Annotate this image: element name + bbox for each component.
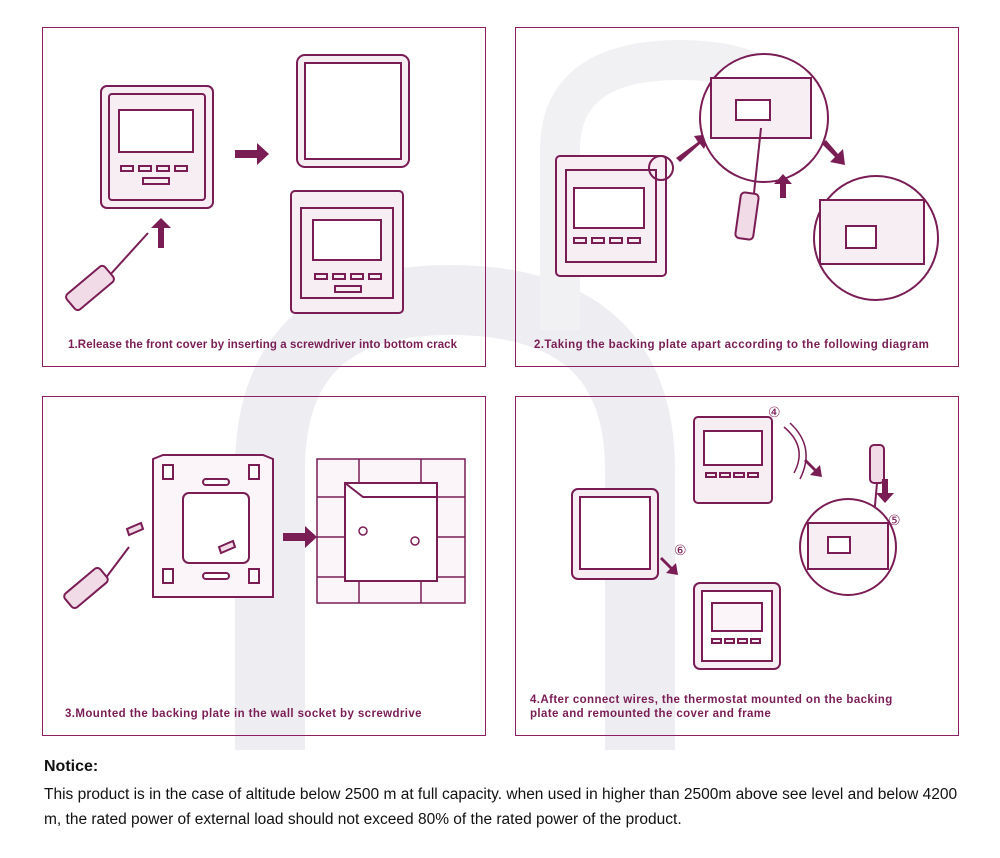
notice-title: Notice: xyxy=(44,758,99,775)
step-3-panel: 3.Mounted the backing plate in the wall … xyxy=(42,396,486,736)
screwdriver-icon xyxy=(65,232,149,312)
screw-icon xyxy=(125,521,237,555)
arrow-down-right-icon xyxy=(822,140,845,165)
arrow-diagonal-icon xyxy=(676,134,710,162)
front-cover xyxy=(571,488,659,580)
step-2-illustration xyxy=(555,53,939,301)
screwdriver-icon xyxy=(734,127,762,241)
wall-socket xyxy=(316,458,466,604)
step-4-panel: ④ ⑤ ⑥ 4.After connect wires, the thermo xyxy=(515,396,959,736)
arrow-up-icon xyxy=(151,218,171,248)
arrow-down-right-icon xyxy=(804,459,822,477)
arrow-down-right-icon xyxy=(660,557,678,575)
notice-body: This product is in the case of altitude … xyxy=(44,786,958,828)
thermostat-body xyxy=(290,190,404,314)
arrow-up-icon xyxy=(774,174,792,198)
curved-arrows xyxy=(783,422,807,480)
step-1-panel: 1.Release the front cover by inserting a… xyxy=(42,27,486,367)
thermostat-body xyxy=(693,416,773,504)
arrow-right-icon xyxy=(283,526,317,548)
arrow-right-icon xyxy=(235,143,269,165)
thermostat-backing xyxy=(555,155,674,277)
step-2-caption: 2.Taking the backing plate apart accordi… xyxy=(534,339,930,351)
zoom-circle-2 xyxy=(813,175,939,301)
zoom-circle xyxy=(799,498,897,596)
backing-plate xyxy=(152,454,274,598)
front-cover xyxy=(296,54,410,168)
step-1-illustration xyxy=(65,54,410,314)
arrow-down-icon xyxy=(876,479,894,503)
notice-block: Notice: This product is in the case of a… xyxy=(44,758,974,832)
thermostat-closed xyxy=(100,85,214,209)
screwdriver-icon xyxy=(63,546,130,610)
thermostat-assembled xyxy=(693,582,781,670)
step-4-illustration: ④ ⑤ ⑥ xyxy=(571,405,901,670)
marker-4: ④ xyxy=(768,405,781,421)
step-4-caption: 4.After connect wires, the thermostat mo… xyxy=(530,694,893,720)
step-1-caption: 1.Release the front cover by inserting a… xyxy=(68,339,458,351)
zoom-circle-1 xyxy=(699,53,829,183)
step-3-illustration xyxy=(63,454,466,610)
step-2-panel: 2.Taking the backing plate apart accordi… xyxy=(515,27,959,367)
step-3-caption: 3.Mounted the backing plate in the wall … xyxy=(65,708,422,720)
marker-6: ⑥ xyxy=(674,543,687,559)
